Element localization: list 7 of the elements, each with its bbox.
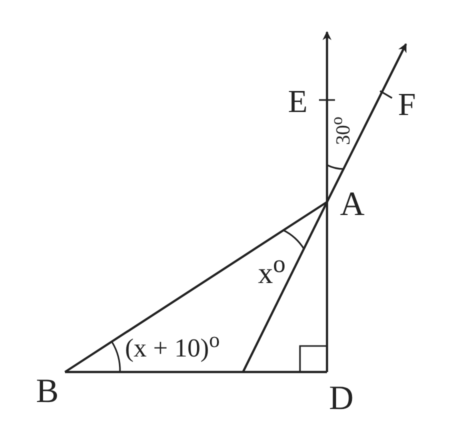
point-label: F [398, 88, 416, 120]
point-label: A [340, 188, 365, 222]
point-label: x$^{o}$ [258, 252, 286, 289]
point-label: D [329, 382, 354, 416]
point-label: B [36, 375, 59, 409]
point-label: E [288, 85, 308, 117]
point-label: (x + 10)$^{o}$ [125, 330, 220, 362]
